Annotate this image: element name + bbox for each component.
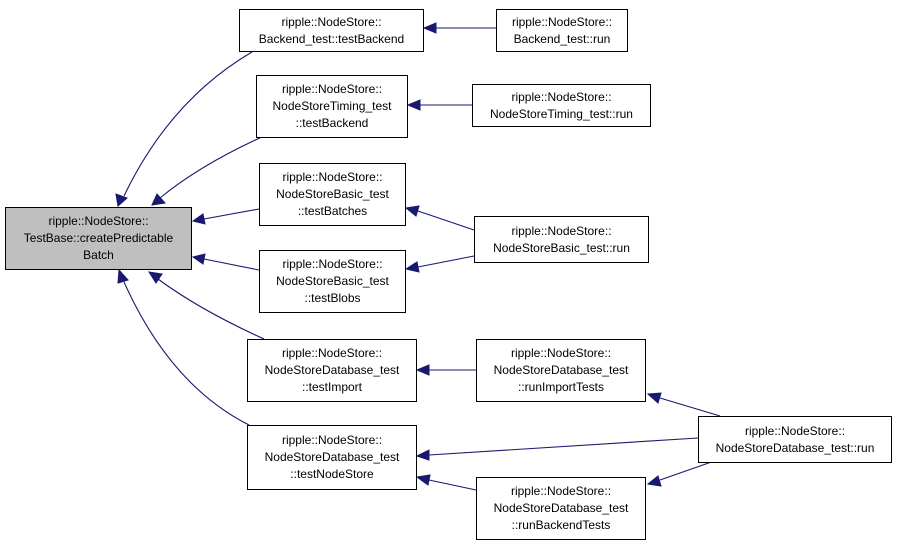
edge-basic-run-to-testblobs (417, 255, 475, 268)
node-backend-test-testbackend[interactable]: ripple::NodeStore:: Backend_test::testBa… (239, 9, 424, 52)
node-label-line: Backend_test::run (513, 31, 611, 46)
node-label-line: NodeStoreDatabase_test (493, 501, 629, 515)
node-label-line: NodeStoreDatabase_test (264, 450, 400, 464)
node-label-line: ripple::NodeStore:: (511, 89, 612, 104)
edge-arrow (191, 213, 206, 225)
node-label-line: ripple::NodeStore:: (510, 484, 612, 498)
node-label-line: ::testImport (301, 380, 363, 394)
node-testbase-createpredictablebatch: ripple::NodeStore:: TestBase::createPred… (5, 207, 192, 270)
node-label-line: ripple::NodeStore:: (744, 423, 846, 438)
node-label-line: ripple::NodeStore:: (511, 14, 613, 29)
edge-arrow (646, 475, 662, 487)
edge-arrow (415, 364, 430, 376)
node-label-line: ::runImportTests (517, 380, 605, 394)
edge-db-testimport-to-root (157, 278, 265, 340)
node-nodestoredatabase-test-runbackendtests[interactable]: ripple::NodeStore:: NodeStoreDatabase_te… (476, 477, 646, 540)
node-label-line: ::testBatches (297, 204, 368, 218)
node-label-line: NodeStoreBasic_test::run (493, 240, 630, 255)
node-label-line: NodeStoreBasic_test (276, 274, 389, 288)
edge-arrow (404, 261, 420, 273)
edge-basic-testbatches-to-root (203, 208, 260, 220)
node-nodestorebasic-test-testblobs[interactable]: ripple::NodeStore:: NodeStoreBasic_test … (259, 250, 406, 313)
node-label-line: ::testBackend (295, 116, 369, 130)
node-nodestoretiming-test-run[interactable]: ripple::NodeStore:: NodeStoreTiming_test… (472, 84, 651, 127)
edge-arrow (191, 253, 206, 265)
node-label-line: NodeStoreDatabase_test (493, 363, 629, 377)
edge-basic-testblobs-to-root (203, 258, 260, 271)
node-nodestoredatabase-test-testnodestore[interactable]: ripple::NodeStore:: NodeStoreDatabase_te… (247, 425, 417, 490)
node-label-line: ripple::NodeStore:: (281, 14, 382, 29)
node-label-line: NodeStoreDatabase_test (264, 363, 400, 377)
node-label-line: Backend_test::testBackend (258, 31, 405, 46)
edge-arrow (415, 449, 430, 461)
node-nodestorebasic-test-run[interactable]: ripple::NodeStore:: NodeStoreBasic_test:… (474, 216, 649, 263)
node-nodestoredatabase-test-runimporttests[interactable]: ripple::NodeStore:: NodeStoreDatabase_te… (476, 339, 646, 402)
node-label-line: ripple::NodeStore:: (282, 257, 383, 271)
edge-arrow (406, 99, 421, 111)
node-label-line: ripple::NodeStore:: (282, 170, 383, 184)
node-nodestoretiming-test-testbackend[interactable]: ripple::NodeStore:: NodeStoreTiming_test… (256, 75, 408, 138)
node-label-line: NodeStoreBasic_test (276, 187, 389, 201)
edge-db-run-to-testnodestore (428, 437, 699, 456)
node-label-line: Batch (83, 248, 114, 262)
edge-arrow (147, 271, 163, 284)
node-label-line: ripple::NodeStore:: (511, 223, 612, 238)
node-label-line: ripple::NodeStore:: (281, 82, 383, 96)
node-label-line: TestBase::createPredictable (23, 231, 174, 245)
node-nodestorebasic-test-testbatches[interactable]: ripple::NodeStore:: NodeStoreBasic_test … (259, 163, 406, 226)
edge-arrow (117, 268, 129, 284)
node-label-line: ripple::NodeStore:: (281, 346, 383, 360)
node-label-line: NodeStoreTiming_test (272, 99, 392, 113)
edge-arrow (151, 193, 166, 206)
node-nodestoredatabase-test-run[interactable]: ripple::NodeStore:: NodeStoreDatabase_te… (698, 416, 892, 463)
edge-timing-testbackend-to-root (159, 135, 265, 199)
node-label-line: ripple::NodeStore:: (281, 433, 383, 447)
edge-backend-testbackend-to-root (123, 51, 253, 197)
edge-basic-run-to-testbatches (417, 210, 475, 231)
edge-db-testnodestore-to-root (123, 281, 250, 426)
node-label-line: ::runBackendTests (511, 518, 611, 532)
edge-arrow (404, 205, 420, 217)
edge-db-run-to-runimporttests (659, 397, 721, 417)
node-label-line: ::testBlobs (304, 291, 361, 305)
node-label-line: ripple::NodeStore:: (510, 346, 612, 360)
node-label-line: NodeStoreDatabase_test::run (715, 440, 875, 455)
node-backend-test-run[interactable]: ripple::NodeStore:: Backend_test::run (496, 9, 628, 52)
edge-arrow (646, 392, 662, 404)
node-label-line: NodeStoreTiming_test::run (490, 106, 633, 121)
edge-arrow (115, 193, 128, 207)
edge-arrow (422, 22, 437, 34)
edge-db-runbackendtests-to-testnodestore (428, 479, 477, 491)
node-label-line: ::testNodeStore (290, 467, 374, 481)
edge-arrow (415, 474, 431, 486)
node-nodestoredatabase-test-testimport[interactable]: ripple::NodeStore:: NodeStoreDatabase_te… (247, 339, 417, 402)
node-label-line: ripple::NodeStore:: (48, 214, 149, 228)
